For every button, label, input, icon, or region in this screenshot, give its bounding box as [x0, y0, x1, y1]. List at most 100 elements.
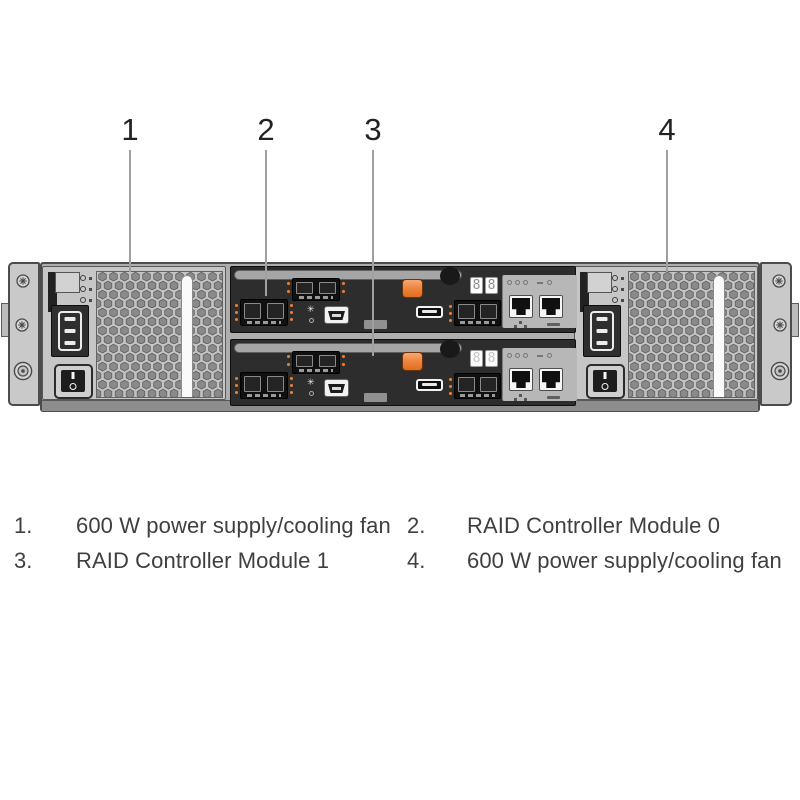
- mini-usb-port: [324, 379, 349, 397]
- psu-latch: [580, 272, 589, 312]
- sd-slot-core: [422, 310, 437, 313]
- port-led-icon: [290, 377, 293, 380]
- ac-pin: [64, 329, 76, 333]
- callout-number-1: 1: [121, 112, 139, 147]
- port-led-icon: [342, 282, 345, 285]
- ac-pin: [596, 329, 608, 333]
- callout-number-2: 2: [257, 112, 275, 147]
- psu-latch: [48, 272, 57, 312]
- screw-icon: [772, 274, 786, 288]
- sfp-host-port-cage: [235, 299, 293, 326]
- legend-item-label: 600 W power supply/cooling fan: [76, 513, 391, 538]
- leader-line-4: [666, 150, 668, 272]
- leader-line-1: [129, 150, 131, 272]
- status-led-icon: [547, 353, 552, 358]
- switch-on-mark: [71, 372, 75, 379]
- ac-pin: [596, 341, 608, 345]
- status-led-icon: [507, 353, 512, 358]
- psu-latch-tab: [587, 272, 612, 293]
- sfp-port: [267, 376, 284, 392]
- status-led-icon: [515, 280, 520, 285]
- sas-port: [480, 377, 497, 392]
- status-led-icon: [537, 355, 543, 357]
- controller-label-patch: [364, 393, 387, 402]
- management-panel: [502, 348, 577, 401]
- service-port-icon: ✳: [307, 377, 315, 387]
- sas-expansion-port-cage: [449, 300, 506, 326]
- sfp-port: [244, 376, 261, 392]
- seven-segment-display: 8: [485, 350, 498, 367]
- psu-status-led-icon: [80, 297, 86, 303]
- ac-inlet-outline: [590, 311, 614, 351]
- service-port-icon: ✳: [307, 304, 315, 314]
- management-panel: [502, 275, 577, 328]
- ethernet-socket: [512, 298, 530, 315]
- ethernet-socket: [542, 371, 560, 388]
- power-switch-rocker: [593, 370, 617, 392]
- power-supply-right: [574, 266, 758, 400]
- lever-notch: [440, 340, 460, 358]
- port-label-text: [460, 394, 495, 397]
- sfp-host-port-cage: [287, 278, 345, 301]
- power-switch: [586, 364, 625, 399]
- ethernet-socket: [512, 371, 530, 388]
- thumbscrew-icon: [13, 361, 33, 381]
- controller-release-lever: [234, 270, 462, 280]
- psu-led-mark: [89, 277, 92, 280]
- ac-power-inlet: [583, 305, 621, 357]
- thumbscrew-icon: [770, 361, 790, 381]
- screw-icon: [773, 318, 787, 332]
- power-supply-left: [42, 266, 226, 400]
- cooling-fan-grille: [628, 271, 755, 398]
- port-label-text: [246, 321, 282, 324]
- management-ethernet-port: [539, 368, 563, 391]
- seven-segment-display: 8: [470, 350, 483, 367]
- seven-segment-display: 8: [470, 277, 483, 294]
- sfp-port: [244, 303, 261, 319]
- port-led-icon: [342, 355, 345, 358]
- legend-item-number: 1.: [14, 513, 33, 538]
- ethernet-port: [509, 295, 533, 318]
- leader-line-2: [265, 150, 267, 296]
- leader-line-3: [372, 150, 374, 356]
- sfp-port: [267, 303, 284, 319]
- sd-slot-core: [422, 383, 437, 386]
- port-led-icon: [287, 355, 290, 358]
- port-label-text: [298, 296, 334, 299]
- seven-segment-display: 8: [485, 277, 498, 294]
- ac-pin: [64, 341, 76, 345]
- sfp-port: [319, 355, 336, 367]
- legend-item-label: RAID Controller Module 1: [76, 548, 330, 573]
- ac-pin: [64, 317, 76, 321]
- mini-usb-core: [332, 314, 341, 317]
- ac-inlet-outline: [58, 311, 82, 351]
- psu-led-mark: [89, 299, 92, 302]
- psu-led-mark: [621, 299, 624, 302]
- sfp-port: [296, 282, 313, 294]
- psu-status-led-icon: [612, 297, 618, 303]
- callout-number-3: 3: [364, 112, 382, 147]
- mini-usb-port: [324, 306, 349, 324]
- raid-controller-module-1: ✳ 8 8: [230, 339, 577, 406]
- psu-status-led-icon: [612, 275, 618, 281]
- sas-expansion-port-cage: [449, 373, 506, 399]
- psu-led-mark: [621, 288, 624, 291]
- ac-power-inlet: [51, 305, 89, 357]
- status-led-icon: [523, 280, 528, 285]
- legend-item-label: RAID Controller Module 0: [467, 513, 721, 538]
- port-label-text: [460, 321, 495, 324]
- right-mounting-ear: [760, 262, 792, 406]
- sas-port: [458, 304, 475, 319]
- power-switch-rocker: [61, 370, 85, 392]
- mini-usb-core: [332, 387, 341, 390]
- left-mounting-ear: [8, 262, 40, 406]
- psu-pull-handle: [713, 275, 725, 397]
- network-icon: [519, 321, 522, 324]
- sas-port: [480, 304, 497, 319]
- switch-off-mark: [69, 383, 77, 390]
- sfp-host-port-cage: [287, 351, 345, 374]
- sfp-port: [319, 282, 336, 294]
- hex-vent-pattern: [97, 272, 222, 397]
- controller-release-lever: [234, 343, 462, 353]
